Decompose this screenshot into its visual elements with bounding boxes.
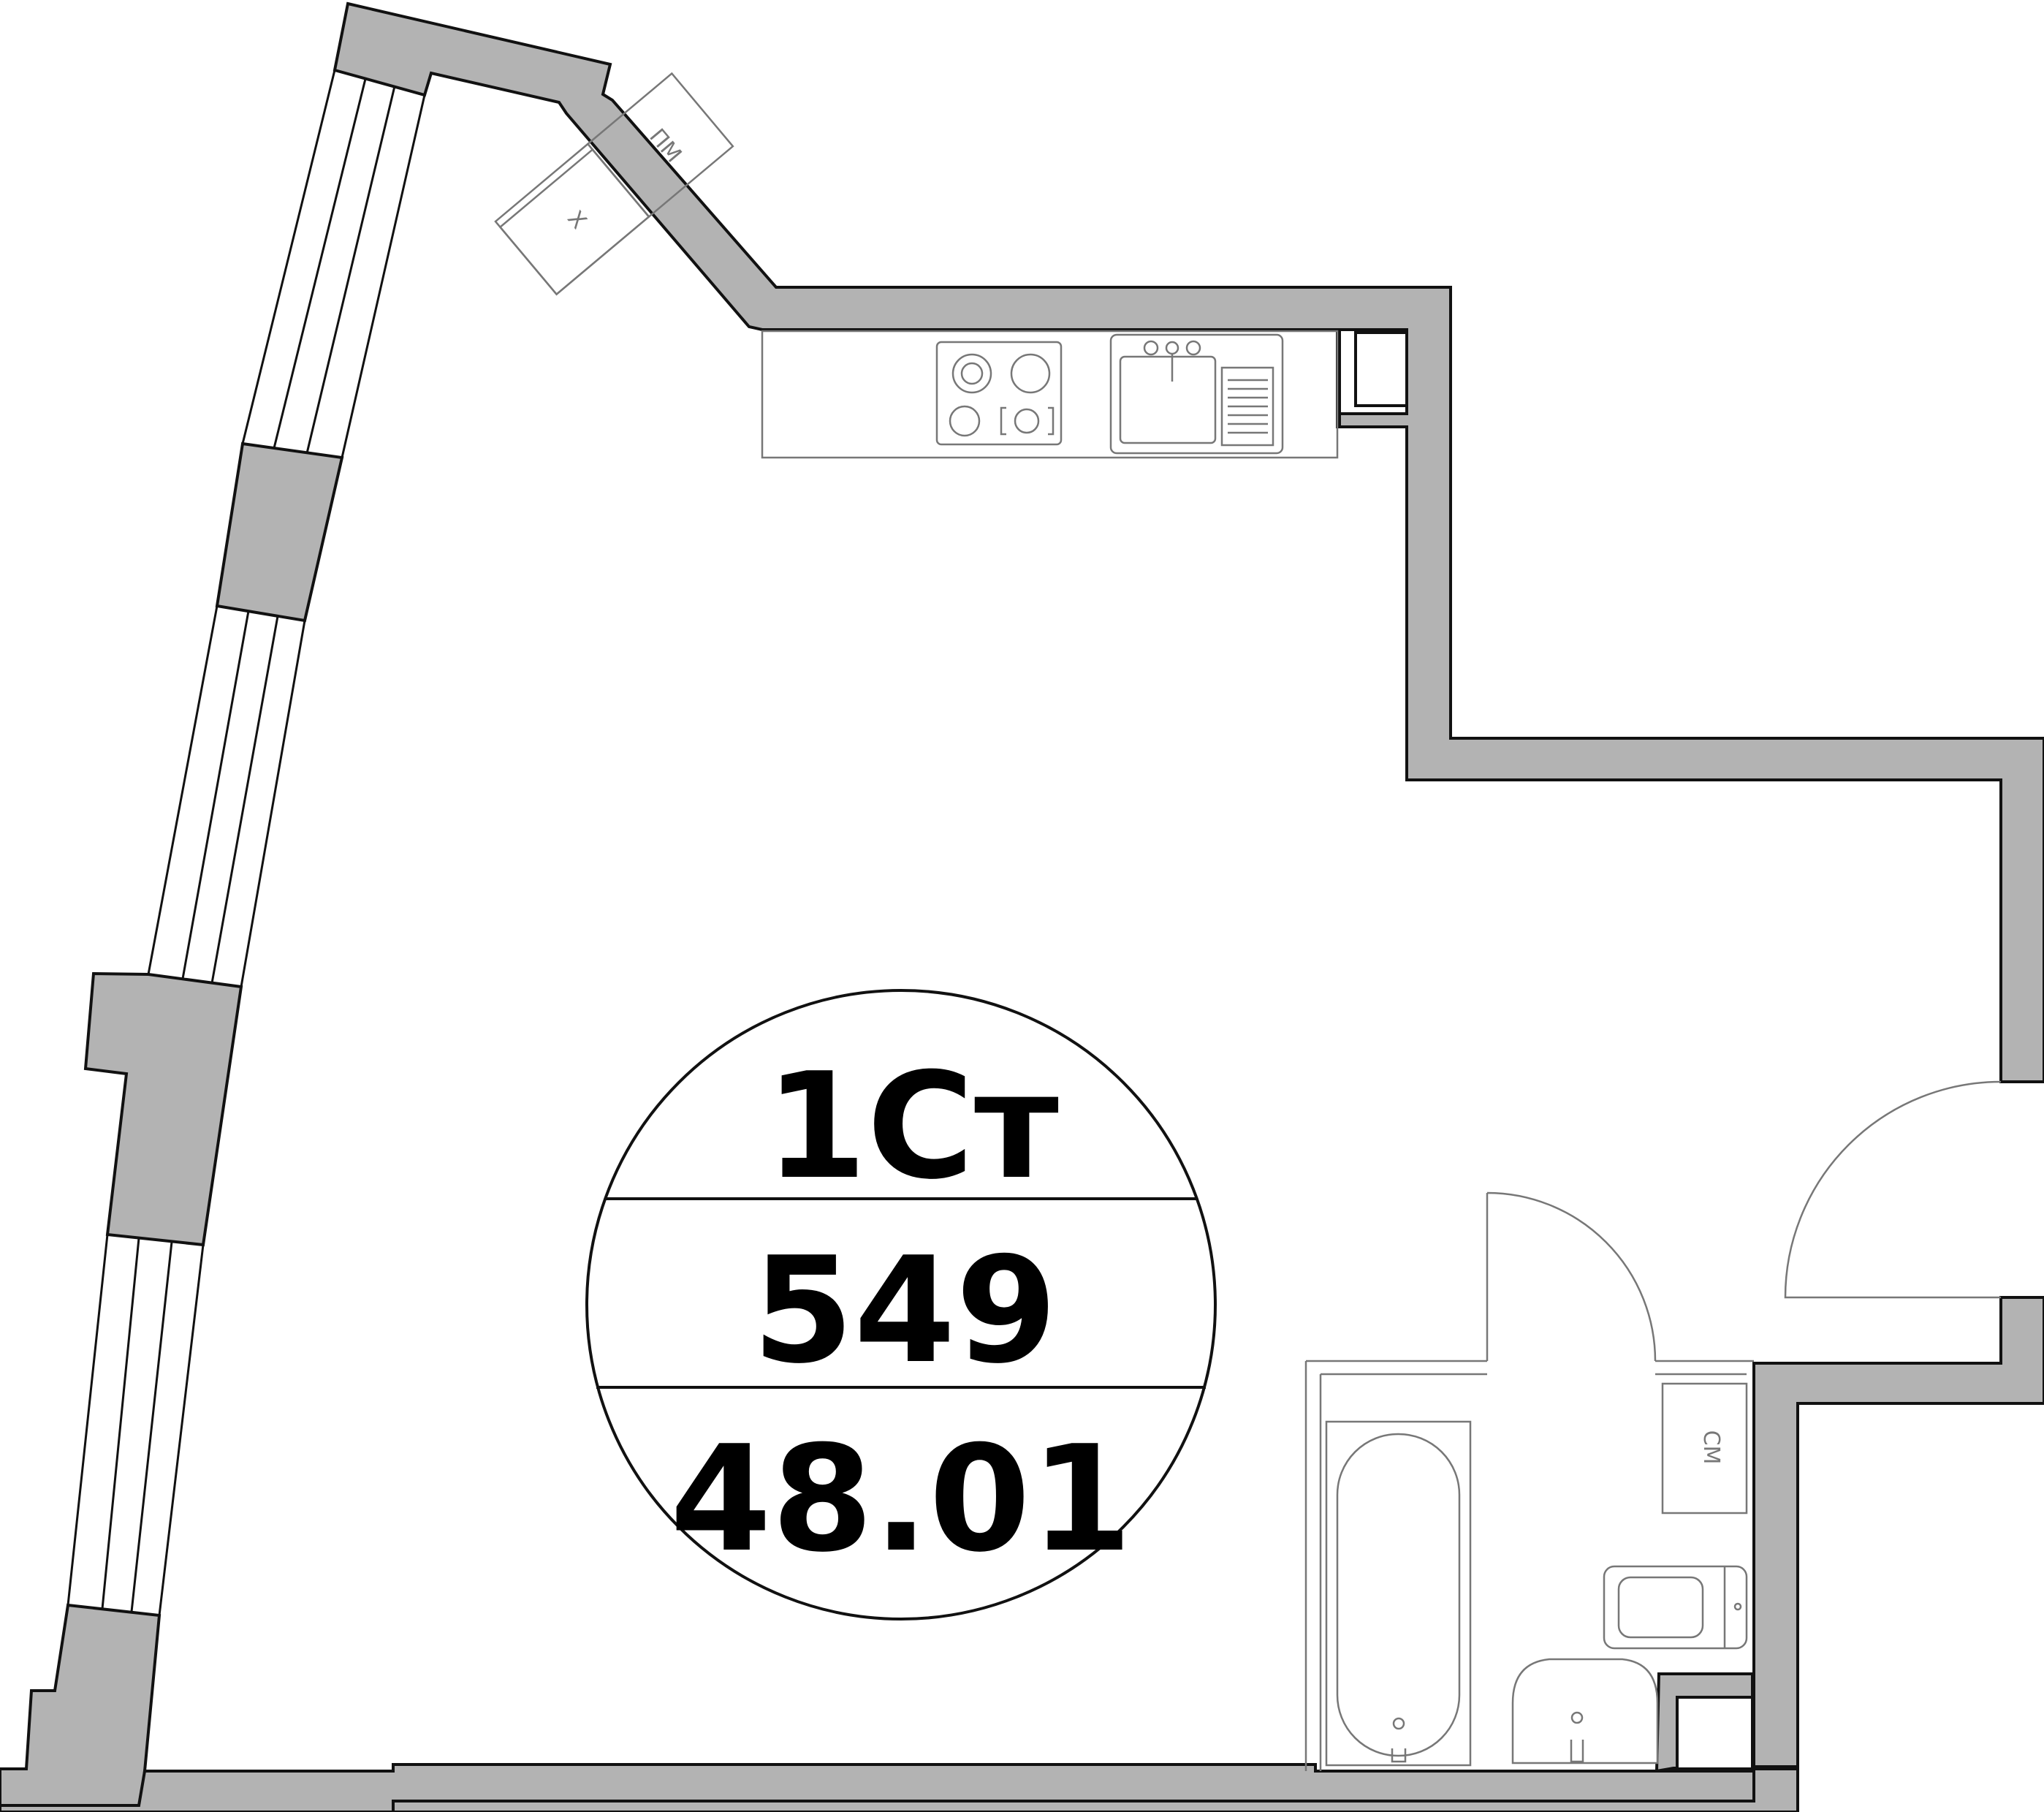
wall-pier-upper (215, 441, 344, 623)
kitchen-counter (761, 330, 1339, 459)
shaft-box-top (1354, 331, 1408, 407)
badge-circle (585, 989, 1217, 1620)
apartment-area: 48.01 (670, 1414, 1133, 1585)
fridge-label: Х (562, 206, 591, 234)
bathtub-icon (1325, 1420, 1472, 1767)
sink-icon (1109, 333, 1284, 455)
bathroom: СМ (1304, 1360, 1754, 1771)
wall-pier-middle (83, 971, 243, 1247)
wall-top-left (333, 1, 2044, 1083)
washbasin-icon (1511, 1658, 1659, 1764)
toilet-icon (1603, 1565, 1748, 1650)
hob-icon (935, 341, 1063, 446)
washing-machine-label: СМ (1698, 1430, 1724, 1465)
apartment-badge: 1Ст 549 48.01 (585, 989, 1217, 1620)
wall-bottom (0, 1763, 1755, 1812)
apartment-type: 1Ст (765, 1042, 1059, 1212)
apartment-number: 549 (752, 1226, 1057, 1396)
shaft-box-bottom (1676, 1696, 1754, 1770)
entrance-door-swing (1784, 1080, 2002, 1299)
bathroom-door-swing (1486, 1191, 1657, 1362)
doors (1486, 1080, 2002, 1362)
washing-machine-icon: СМ (1661, 1382, 1748, 1515)
window-glazing (67, 69, 426, 1616)
